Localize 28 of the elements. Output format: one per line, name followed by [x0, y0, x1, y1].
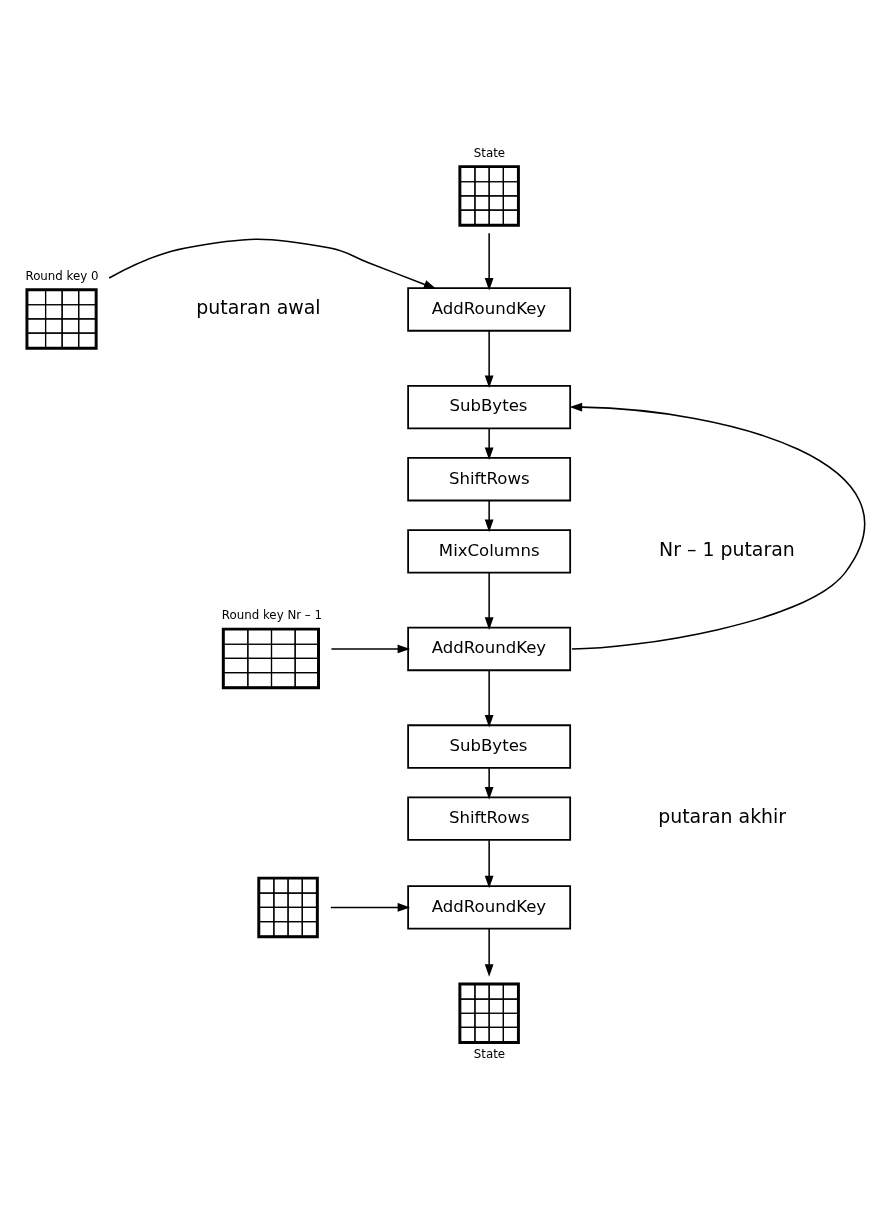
arrow: [484, 232, 494, 291]
node-box: AddRoundKey: [407, 626, 572, 672]
node-box: MixColumns: [407, 529, 572, 574]
arrow: [484, 669, 494, 728]
node-box: ShiftRows: [407, 457, 572, 502]
arrow: [484, 330, 494, 389]
node-box: AddRoundKey: [407, 287, 572, 332]
label: putaran awal: [196, 295, 321, 318]
arrow: [484, 499, 494, 533]
arrow: [330, 644, 411, 654]
node-box: ShiftRows: [407, 796, 572, 841]
node-box: SubBytes: [407, 384, 572, 430]
node-label: State: [473, 1047, 506, 1062]
arrow: [569, 402, 866, 650]
node-label: Round key 0: [25, 268, 99, 283]
arrow: [108, 238, 437, 289]
arrow: [484, 928, 494, 977]
label: putaran akhir: [658, 805, 787, 828]
node-box: AddRoundKey: [407, 885, 572, 930]
arrow: [484, 767, 494, 800]
node-label: State: [473, 145, 506, 160]
arrow: [484, 571, 494, 630]
node-box: SubBytes: [407, 724, 572, 769]
arrow: [330, 903, 411, 912]
arrow: [484, 427, 494, 460]
node-label: Round key Nr – 1: [221, 608, 323, 623]
label: Nr – 1 putaran: [659, 537, 795, 560]
arrow: [484, 839, 494, 889]
